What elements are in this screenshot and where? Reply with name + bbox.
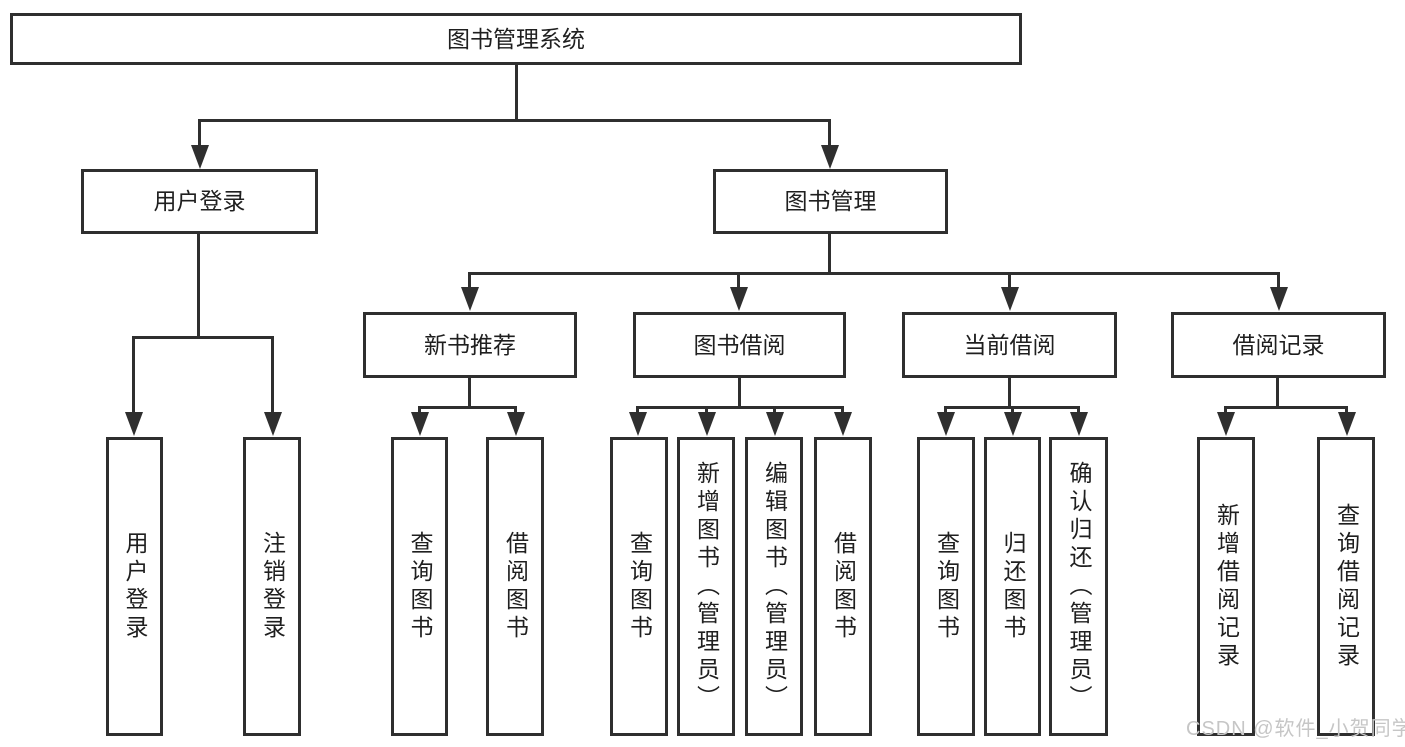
node-query-books-borrow: 查询图书 xyxy=(610,437,668,736)
arrow-down-icon xyxy=(1001,287,1019,311)
node-user-login: 用户登录 xyxy=(81,169,318,234)
arrow-down-icon xyxy=(461,287,479,311)
watermark: CSDN @软件_小贺同学 xyxy=(1186,718,1405,740)
node-add-book-admin: 新增图书（管理员） xyxy=(677,437,735,736)
node-user-login-leaf: 用户登录 xyxy=(106,437,163,736)
node-logout-leaf: 注销登录 xyxy=(243,437,301,736)
connector-line xyxy=(1008,272,1011,292)
arrow-down-icon xyxy=(411,412,429,436)
node-root: 图书管理系统 xyxy=(10,13,1022,65)
connector-line xyxy=(828,119,831,147)
node-book-management: 图书管理 xyxy=(713,169,948,234)
node-query-borrow-record: 查询借阅记录 xyxy=(1317,437,1375,736)
arrow-down-icon xyxy=(507,412,525,436)
node-current-borrow: 当前借阅 xyxy=(902,312,1117,378)
arrow-down-icon xyxy=(766,412,784,436)
connector-line xyxy=(1276,378,1279,409)
arrow-down-icon xyxy=(1217,412,1235,436)
arrow-down-icon xyxy=(125,412,143,436)
arrow-down-icon xyxy=(730,287,748,311)
connector-line xyxy=(515,65,518,120)
node-query-books-recommend: 查询图书 xyxy=(391,437,448,736)
connector-line xyxy=(198,119,201,147)
connector-line xyxy=(1224,406,1348,409)
arrow-down-icon xyxy=(264,412,282,436)
node-confirm-return-admin: 确认归还（管理员） xyxy=(1049,437,1108,736)
arrow-down-icon xyxy=(1004,412,1022,436)
node-return-book: 归还图书 xyxy=(984,437,1041,736)
connector-line xyxy=(271,336,274,416)
arrow-down-icon xyxy=(1338,412,1356,436)
node-new-book-recommend: 新书推荐 xyxy=(363,312,577,378)
node-add-borrow-record: 新增借阅记录 xyxy=(1197,437,1255,736)
arrow-down-icon xyxy=(821,145,839,169)
node-borrow-books-recommend: 借阅图书 xyxy=(486,437,544,736)
arrow-down-icon xyxy=(1070,412,1088,436)
connector-line xyxy=(636,406,844,409)
arrow-down-icon xyxy=(834,412,852,436)
arrow-down-icon xyxy=(191,145,209,169)
node-borrow-books-leaf: 借阅图书 xyxy=(814,437,872,736)
connector-line xyxy=(468,272,471,292)
node-edit-book-admin: 编辑图书（管理员） xyxy=(745,437,803,736)
connector-line xyxy=(468,272,1280,275)
arrow-down-icon xyxy=(629,412,647,436)
connector-line xyxy=(468,378,471,409)
connector-line xyxy=(418,406,517,409)
connector-line xyxy=(198,119,831,122)
connector-line xyxy=(197,234,200,339)
node-query-books-current: 查询图书 xyxy=(917,437,975,736)
node-book-borrow: 图书借阅 xyxy=(633,312,846,378)
connector-line xyxy=(738,378,741,409)
connector-line xyxy=(132,336,135,416)
connector-line xyxy=(737,272,740,292)
connector-line xyxy=(1008,378,1011,409)
connector-line xyxy=(828,234,831,275)
arrow-down-icon xyxy=(937,412,955,436)
connector-line xyxy=(1277,272,1280,292)
arrow-down-icon xyxy=(698,412,716,436)
arrow-down-icon xyxy=(1270,287,1288,311)
connector-line xyxy=(132,336,274,339)
node-borrow-records: 借阅记录 xyxy=(1171,312,1386,378)
